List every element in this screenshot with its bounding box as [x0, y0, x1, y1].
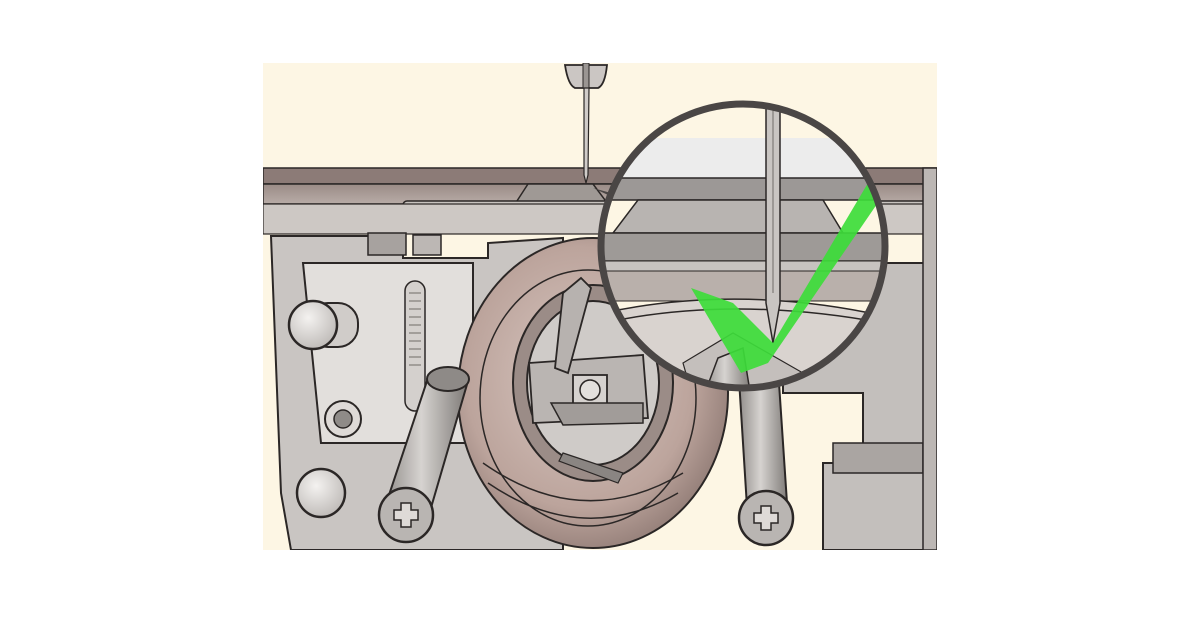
check-mark-icon [691, 183, 885, 373]
magnifier-ring [597, 100, 889, 392]
lever-left [377, 366, 470, 544]
screw-icon [753, 505, 779, 531]
lever-right [736, 361, 795, 547]
screw-icon [393, 502, 419, 528]
sewing-machine-illustration [263, 63, 937, 550]
sewing-needle [563, 63, 608, 184]
